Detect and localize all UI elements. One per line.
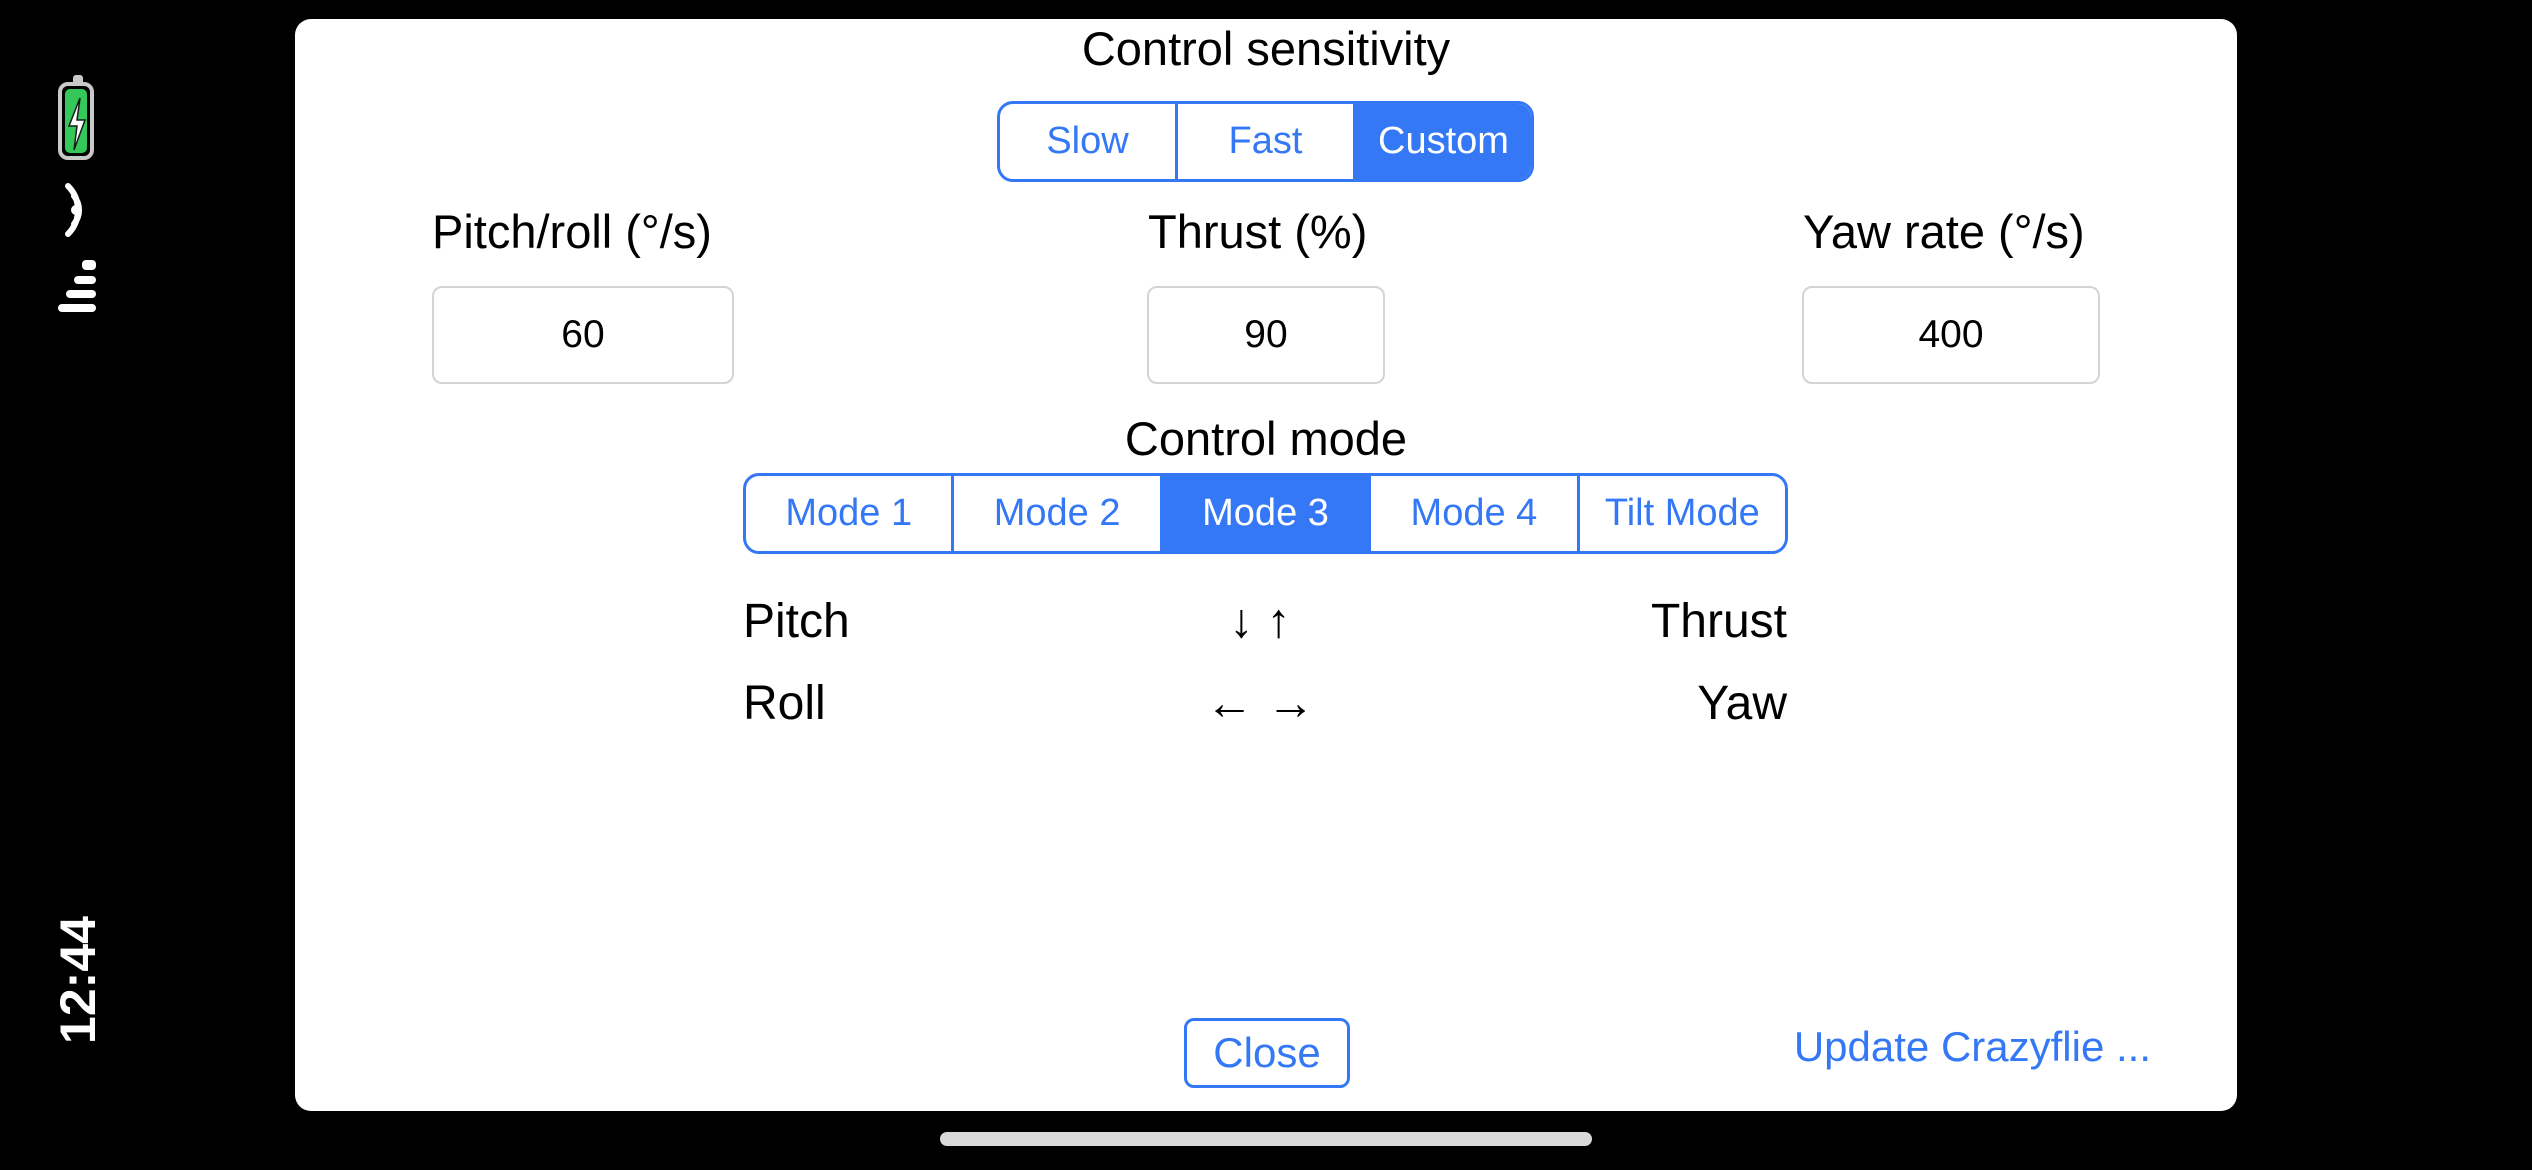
control-mode-title: Control mode (1124, 412, 1408, 465)
thrust-label: Thrust (%) (1148, 205, 1368, 258)
status-bar: 12:44 (0, 0, 160, 1170)
close-button[interactable]: Close (1184, 1018, 1350, 1088)
wifi-icon (52, 180, 102, 245)
sensitivity-title: Control sensitivity (1081, 22, 1451, 75)
settings-sheet: Control sensitivity Slow Fast Custom Pit… (295, 19, 2237, 1111)
cellular-signal-icon (52, 254, 102, 319)
yaw-rate-label: Yaw rate (°/s) (1803, 205, 2085, 258)
sensitivity-segmented-control: Slow Fast Custom (997, 101, 1534, 182)
pitch-roll-label: Pitch/roll (°/s) (432, 205, 712, 258)
thrust-field[interactable]: 90 (1147, 286, 1385, 384)
mapping-left-pitch: Pitch (743, 595, 850, 648)
sensitivity-option-fast[interactable]: Fast (1178, 104, 1356, 179)
mode-option-3[interactable]: Mode 3 (1162, 476, 1372, 551)
sensitivity-option-slow[interactable]: Slow (1000, 104, 1178, 179)
update-crazyflie-link[interactable]: Update Crazyflie ... (1793, 1023, 2151, 1070)
sensitivity-option-custom[interactable]: Custom (1356, 104, 1531, 179)
home-indicator[interactable] (940, 1132, 1592, 1146)
mapping-vertical-arrows: ↓ ↑ (1229, 595, 1291, 648)
mapping-horizontal-arrows: ← → (1205, 677, 1315, 730)
mapping-left-roll: Roll (743, 677, 826, 730)
mode-option-4[interactable]: Mode 4 (1371, 476, 1580, 551)
pitch-roll-field[interactable]: 60 (432, 286, 734, 384)
mapping-right-yaw: Yaw (1697, 677, 1787, 730)
mode-option-2[interactable]: Mode 2 (954, 476, 1163, 551)
mapping-right-thrust: Thrust (1650, 595, 1787, 648)
mode-option-tilt[interactable]: Tilt Mode (1604, 492, 1760, 534)
yaw-rate-field[interactable]: 400 (1802, 286, 2100, 384)
mode-option-1[interactable]: Mode 1 (746, 476, 955, 551)
status-time: 12:44 (50, 916, 106, 1044)
control-mode-segmented-control: Mode 1 Mode 2 Mode 3 Mode 4 Tilt Mode (743, 473, 1788, 554)
battery-charging-icon (58, 75, 94, 160)
